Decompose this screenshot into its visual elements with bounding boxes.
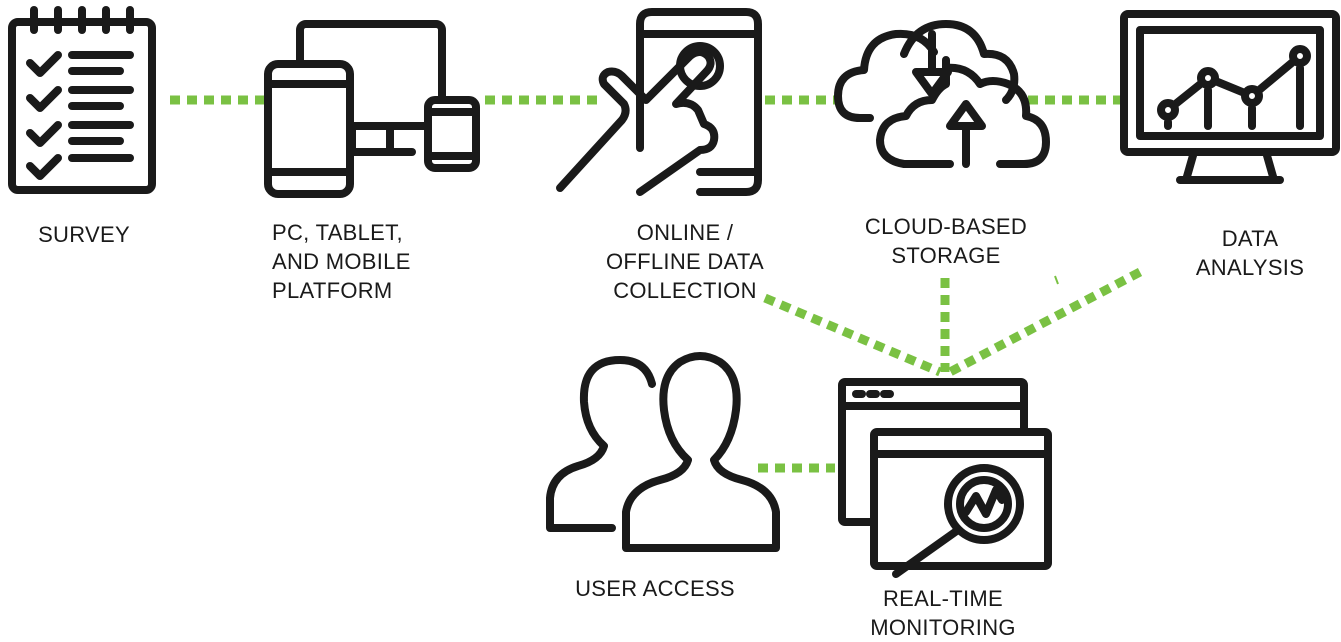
label-storage: CLOUD-BASED STORAGE (864, 214, 1028, 268)
connectors (170, 95, 1143, 473)
label-platform: PC, TABLET, AND MOBILE PLATFORM (272, 220, 411, 303)
devices-icon (264, 20, 480, 198)
label-survey: SURVEY (38, 222, 130, 247)
touch-tablet-icon (556, 8, 762, 196)
users-icon (546, 352, 780, 552)
label-user-access: USER ACCESS (575, 576, 735, 601)
monitor-chart-icon (1120, 10, 1340, 184)
stray-tick (1054, 275, 1059, 285)
label-monitoring: REAL-TIME MONITORING (870, 586, 1016, 640)
browser-magnifier-icon (838, 378, 1052, 578)
label-analysis: DATA ANALYSIS (1195, 226, 1305, 280)
cloud-sync-icon (834, 20, 1050, 168)
label-collection: ONLINE / OFFLINE DATA COLLECTION (605, 220, 765, 303)
connector-analysis-monitoring (947, 268, 1143, 376)
checklist-notepad-icon (8, 6, 156, 194)
connector-collection-monitoring (763, 293, 942, 377)
